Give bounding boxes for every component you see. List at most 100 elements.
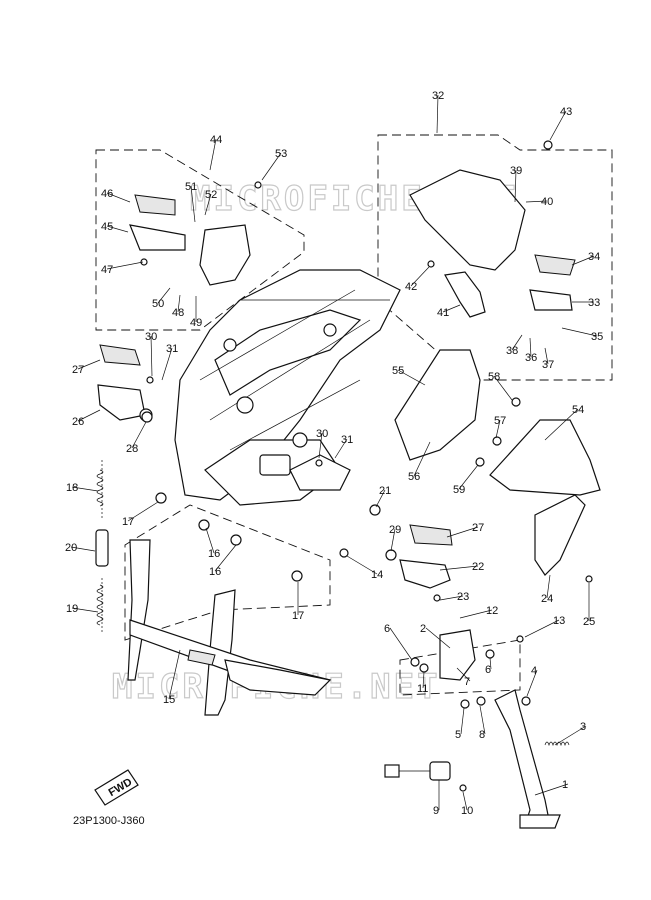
leader-line-14: [346, 555, 378, 575]
spring-18: [96, 460, 104, 518]
callout-57: 57: [494, 415, 506, 427]
callout-36: 36: [525, 352, 537, 364]
leader-line-39: [514, 169, 517, 203]
callout-41: 41: [437, 307, 449, 319]
callout-31b: 31: [341, 434, 353, 446]
leader-line-41: [442, 304, 461, 313]
callout-39: 39: [510, 165, 522, 177]
callout-15: 15: [163, 694, 175, 706]
leader-line-12: [459, 609, 493, 619]
callout-34: 34: [588, 251, 600, 263]
callout-22: 22: [472, 561, 484, 573]
callout-28: 28: [126, 443, 138, 455]
callout-33: 33: [588, 297, 600, 309]
leader-line-29: [390, 528, 396, 552]
callout-49: 49: [190, 317, 202, 329]
sidestand: [494, 689, 561, 829]
leader-line-44: [209, 138, 217, 171]
leader-line-34: [571, 255, 595, 266]
leader-line-23: [439, 595, 464, 601]
fasteners: [140, 140, 593, 792]
callout-51: 51: [185, 181, 197, 193]
spring-3: [544, 741, 570, 747]
leader-line-50: [157, 287, 171, 304]
callout-5: 5: [455, 729, 461, 741]
callout-55: 55: [392, 365, 404, 377]
pin-20: [95, 529, 109, 567]
leader-line-3: [554, 725, 587, 746]
leader-line-6b: [489, 657, 492, 670]
leader-line-1: [534, 783, 569, 796]
callout-48: 48: [172, 307, 184, 319]
leader-line-48: [177, 294, 181, 313]
callout-25: 25: [583, 616, 595, 628]
callout-4: 4: [531, 665, 537, 677]
callout-24: 24: [541, 593, 553, 605]
callout-27b: 27: [472, 522, 484, 534]
fwd-arrow-icon: FWD: [94, 769, 139, 806]
callout-3: 3: [580, 721, 586, 733]
leader-line-16b: [214, 544, 237, 572]
bracket-2: [439, 629, 476, 681]
leader-line-15: [168, 649, 181, 700]
callout-43: 43: [560, 106, 572, 118]
callout-16: 16: [208, 548, 220, 560]
group-box-44: [95, 149, 305, 331]
leader-line-59: [458, 464, 479, 490]
callout-30b: 30: [316, 428, 328, 440]
callout-18: 18: [66, 482, 78, 494]
callout-13: 13: [553, 615, 565, 627]
leader-line-31: [161, 347, 173, 381]
footrest-left: [97, 344, 153, 422]
group-box-32: [377, 134, 613, 381]
leader-line-51: [190, 185, 196, 223]
leader-line-32: [436, 94, 439, 134]
leader-line-30b: [318, 432, 323, 459]
callout-9: 9: [433, 805, 439, 817]
bracket-32: [409, 169, 576, 318]
leader-line-8: [479, 705, 486, 735]
main-stand: [127, 539, 332, 716]
callout-20: 20: [65, 542, 77, 554]
callout-53: 53: [275, 148, 287, 160]
leader-line-21: [375, 489, 386, 508]
leader-line-53: [261, 152, 282, 181]
callout-40: 40: [541, 196, 553, 208]
cover-24: [534, 494, 586, 576]
callout-2: 2: [420, 623, 426, 635]
sidestand-switch: [384, 761, 451, 781]
callout-8: 8: [479, 729, 485, 741]
callout-1: 1: [562, 779, 568, 791]
leader-line-45: [106, 225, 129, 233]
leader-line-13: [524, 619, 560, 638]
callout-50: 50: [152, 298, 164, 310]
leader-line-5: [460, 707, 465, 735]
leader-line-58: [493, 375, 513, 401]
cover-54: [489, 419, 601, 496]
callout-12: 12: [486, 605, 498, 617]
callout-27: 27: [72, 364, 84, 376]
callout-44: 44: [210, 134, 222, 146]
leader-line-16: [205, 527, 215, 554]
callout-21: 21: [379, 485, 391, 497]
leader-line-19: [71, 607, 99, 613]
leader-line-36: [529, 337, 532, 358]
leader-line-17: [127, 501, 159, 522]
callout-42: 42: [405, 281, 417, 293]
leader-line-46: [106, 192, 131, 203]
callout-35: 35: [591, 331, 603, 343]
callout-19: 19: [66, 603, 78, 615]
spring-19: [96, 578, 104, 632]
leader-line-26: [77, 409, 101, 422]
leader-line-35: [561, 327, 598, 337]
leader-line-24: [546, 574, 551, 599]
leader-line-20: [70, 546, 96, 552]
callout-6b: 6: [485, 664, 491, 676]
leader-line-52: [204, 193, 212, 216]
callout-23: 23: [457, 591, 469, 603]
leader-line-47: [106, 261, 144, 270]
footrest-bracket-44: [129, 194, 251, 286]
callout-30: 30: [145, 331, 157, 343]
callout-32: 32: [432, 90, 444, 102]
